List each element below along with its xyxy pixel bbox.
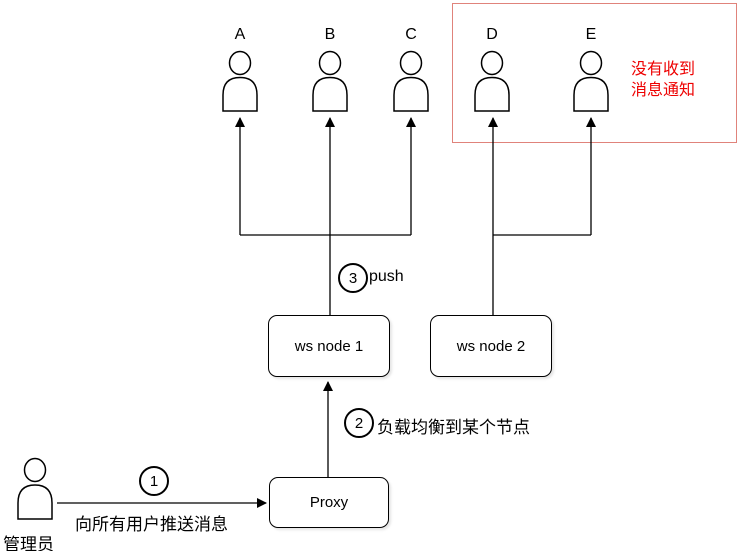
- user-figure-icon: [573, 50, 609, 112]
- no-notification-region: [452, 3, 737, 143]
- user-a-label: A: [234, 26, 246, 43]
- user-c: C: [389, 20, 433, 112]
- step-2-number: 2: [354, 414, 364, 432]
- step-3-label: push: [369, 268, 404, 285]
- step-1-label: 向所有用户推送消息: [75, 515, 228, 534]
- warning-text: 没有收到 消息通知: [631, 61, 696, 99]
- proxy-label: Proxy: [309, 494, 349, 511]
- step-2-label: 负载均衡到某个节点: [377, 418, 530, 437]
- admin-figure: [13, 457, 57, 520]
- step-3-badge: 3: [338, 263, 368, 293]
- user-figure-icon: [312, 50, 348, 112]
- step-3-number: 3: [348, 269, 358, 287]
- proxy-box: Proxy: [269, 477, 389, 528]
- ws-node-1-label: ws node 1: [294, 337, 364, 355]
- ws-node-1-box: ws node 1: [268, 315, 390, 377]
- step-2-badge: 2: [344, 408, 374, 438]
- user-d: D: [470, 20, 514, 112]
- user-figure-icon: [222, 50, 258, 112]
- admin-label: 管理员: [3, 535, 54, 551]
- admin-figure-icon: [17, 457, 53, 520]
- user-c-label: C: [405, 26, 417, 43]
- user-d-label: D: [486, 26, 498, 43]
- user-b: B: [308, 20, 352, 112]
- user-e: E: [569, 20, 613, 112]
- step-1-badge: 1: [139, 466, 169, 496]
- user-e-label: E: [585, 26, 597, 43]
- user-b-label: B: [324, 26, 336, 43]
- user-a: A: [218, 20, 262, 112]
- ws-node-2-label: ws node 2: [456, 337, 526, 355]
- user-figure-icon: [393, 50, 429, 112]
- ws-node-2-box: ws node 2: [430, 315, 552, 377]
- user-figure-icon: [474, 50, 510, 112]
- step-1-number: 1: [149, 472, 159, 490]
